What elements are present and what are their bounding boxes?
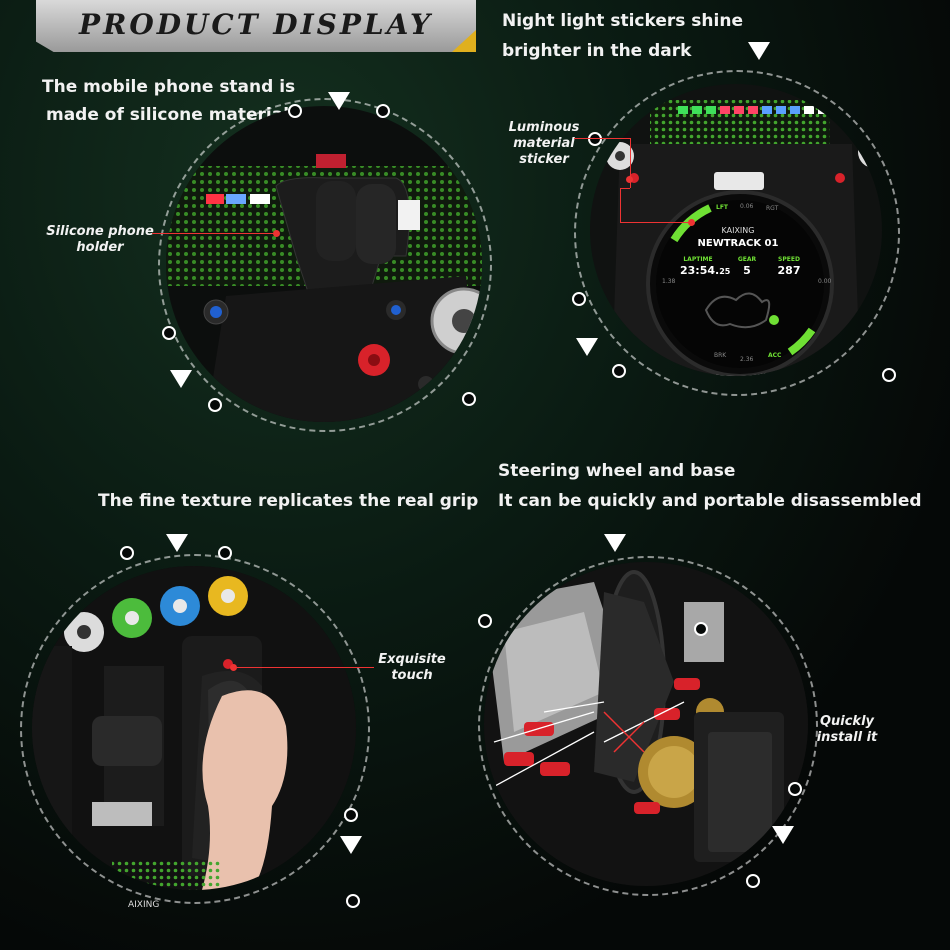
screen-gear-label: GEAR xyxy=(737,256,757,263)
panel3-callout: Exquisite touch xyxy=(372,652,452,684)
callout-line: Silicone phone xyxy=(46,224,154,239)
panel1-heading-line1: The mobile phone stand is xyxy=(42,77,296,97)
screen-brand: KAIXING xyxy=(721,226,755,235)
callout-leader xyxy=(630,138,631,188)
callout-line: material xyxy=(513,136,575,151)
ring-node xyxy=(882,368,896,382)
ring-node xyxy=(288,104,302,118)
down-arrow-icon xyxy=(576,338,598,356)
down-arrow-icon xyxy=(604,534,626,552)
ring-node xyxy=(462,392,476,406)
down-arrow-icon xyxy=(772,826,794,844)
callout-line: Quickly xyxy=(819,714,875,729)
banner-accent xyxy=(452,30,476,52)
banner-title: PRODUCT DISPLAY xyxy=(79,8,433,41)
screen-speed-label: SPEED xyxy=(778,256,800,263)
callout-leader xyxy=(620,222,692,223)
screen-lft: LFT xyxy=(716,204,729,211)
callout-leader xyxy=(234,667,374,668)
ring-node xyxy=(376,104,390,118)
panel4-callout: Quickly install it xyxy=(810,714,884,746)
ring-node xyxy=(788,782,802,796)
panel4-photo xyxy=(484,562,808,886)
screen-track: NEWTRACK 01 xyxy=(697,238,779,249)
screen-left-val: 1.38 xyxy=(662,278,676,285)
callout-line: holder xyxy=(76,240,124,255)
callout-line: install it xyxy=(816,730,878,745)
callout-leader xyxy=(620,188,621,222)
down-arrow-icon xyxy=(748,42,770,60)
callout-line: Exquisite xyxy=(378,652,446,667)
panel4-outer-ring xyxy=(478,556,818,896)
callout-pin xyxy=(688,219,695,226)
screen-brk: BRK xyxy=(714,352,727,359)
panel4-heading-line1: Steering wheel and base xyxy=(498,461,736,481)
screen-top-val: 0.06 xyxy=(740,203,754,210)
panel2-photo xyxy=(590,84,882,376)
screen-bottom-val: 2.36 xyxy=(740,356,754,363)
down-arrow-icon xyxy=(166,534,188,552)
panel2-callout: Luminous material sticker xyxy=(506,120,582,168)
down-arrow-icon xyxy=(328,92,350,110)
screen-right-val: 0.00 xyxy=(818,278,832,285)
panel1-heading-line2: made of silicone material xyxy=(46,105,290,125)
callout-line: touch xyxy=(391,668,433,683)
screen-rgt: RGT xyxy=(766,205,779,212)
ring-node xyxy=(208,398,222,412)
callout-line: Luminous xyxy=(508,120,580,135)
ring-node xyxy=(694,622,708,636)
ring-node xyxy=(572,292,586,306)
ring-node xyxy=(346,894,360,908)
callout-pin xyxy=(230,664,237,671)
product-display-banner xyxy=(36,0,476,52)
ring-node xyxy=(120,546,134,560)
panel2-heading-line2: brighter in the dark xyxy=(502,41,692,61)
callout-pin xyxy=(626,176,633,183)
panel2-heading-line1: Night light stickers shine xyxy=(502,11,743,31)
ring-node xyxy=(218,546,232,560)
panel1-outer-ring xyxy=(158,98,492,432)
ring-node xyxy=(162,326,176,340)
panel1-callout: Silicone phone holder xyxy=(44,224,156,256)
callout-leader xyxy=(152,233,276,234)
callout-leader xyxy=(620,188,630,189)
panel3-logo-text: AIXING xyxy=(128,900,160,910)
callout-leader xyxy=(574,138,630,139)
panel1-photo xyxy=(166,106,482,422)
ring-node xyxy=(746,874,760,888)
screen-laptime-value: 23:54.25 xyxy=(680,264,730,277)
ring-node xyxy=(588,132,602,146)
laptime-ms: 25 xyxy=(719,267,731,276)
panel3-outer-ring xyxy=(20,554,370,904)
ring-node xyxy=(478,614,492,628)
panel3-heading: The fine texture replicates the real gri… xyxy=(98,491,479,511)
panel4-heading-line2: It can be quickly and portable disassemb… xyxy=(498,491,922,511)
down-arrow-icon xyxy=(340,836,362,854)
screen-speed-value: 287 xyxy=(777,264,801,277)
ring-node xyxy=(344,808,358,822)
panel3-photo xyxy=(32,566,356,890)
panel2-outer-ring xyxy=(574,70,900,396)
down-arrow-icon xyxy=(170,370,192,388)
screen-acc: ACC xyxy=(768,352,782,359)
callout-pin xyxy=(273,230,280,237)
screen-laptime-label: LAPTIME xyxy=(683,256,713,263)
screen-gear-value: 5 xyxy=(743,264,751,277)
ring-node xyxy=(612,364,626,378)
laptime-main: 23:54. xyxy=(680,264,720,277)
callout-line: sticker xyxy=(519,152,569,167)
